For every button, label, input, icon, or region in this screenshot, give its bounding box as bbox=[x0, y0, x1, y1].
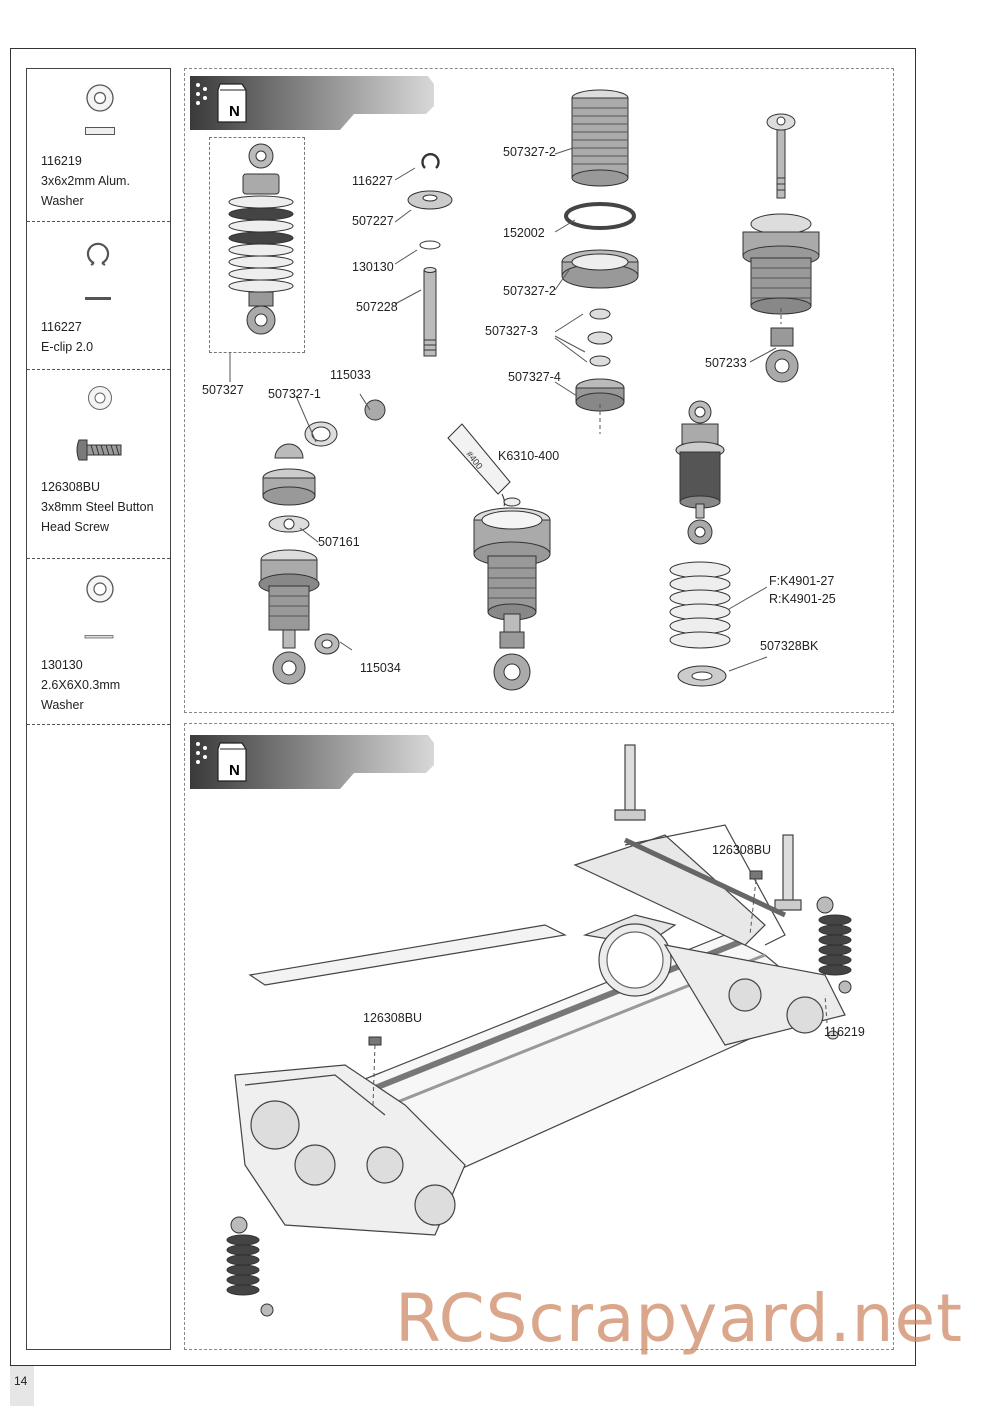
leader-lines-lower bbox=[295, 393, 371, 651]
callout-shock-assembly: 507327 bbox=[202, 383, 244, 397]
spring-assembly-illustration bbox=[669, 400, 731, 687]
part-description: E-clip 2.0 bbox=[41, 340, 94, 354]
leader-lines-spring bbox=[728, 586, 768, 672]
callout-body: 507327-2 bbox=[503, 145, 556, 159]
parts-divider bbox=[27, 724, 170, 725]
callout-spacers: 507327-3 bbox=[485, 324, 538, 338]
callout-pivot-ball: 115033 bbox=[330, 368, 371, 382]
part-entry-130130: 130130 2.6X6X0.3mm Washer bbox=[27, 558, 170, 724]
part-description: 3x6x2mm Alum. bbox=[41, 174, 130, 188]
parts-divider bbox=[27, 369, 170, 370]
button-head-screw-icon bbox=[76, 439, 122, 461]
chassis-illustration bbox=[226, 744, 852, 1317]
callout-spring-front: F:K4901-27 bbox=[769, 574, 835, 588]
part-entry-116227: 116227 E-clip 2.0 bbox=[27, 221, 170, 369]
bag-letter: N bbox=[229, 762, 240, 779]
callout-spring-cup: 507328BK bbox=[760, 639, 819, 653]
washer-icon bbox=[86, 84, 114, 112]
part-description: Head Screw bbox=[41, 520, 110, 534]
watermark: RCScrapyard.net bbox=[395, 1280, 963, 1357]
assembled-shock-illustration bbox=[228, 143, 294, 335]
parts-divider bbox=[27, 558, 170, 559]
callout-shim: 130130 bbox=[352, 260, 394, 274]
callout-screw-front: 126308BU bbox=[363, 1011, 423, 1025]
shim-washer-icon bbox=[86, 575, 114, 603]
callout-cap: 507227 bbox=[352, 214, 394, 228]
part-description: Washer bbox=[41, 698, 84, 712]
step-header: N bbox=[190, 76, 434, 130]
parts-divider bbox=[27, 221, 170, 222]
e-clip-icon bbox=[86, 242, 110, 266]
page-frame bbox=[10, 48, 916, 1366]
callout-oil: K6310-400 bbox=[498, 449, 560, 463]
leader-lines-shaft bbox=[394, 167, 422, 305]
part-description: Washer bbox=[41, 194, 84, 208]
part-code: 126308BU bbox=[41, 480, 101, 494]
callout-bushing-top: 507327-1 bbox=[268, 387, 321, 401]
assembled-shock-box bbox=[209, 137, 305, 353]
leader-line bbox=[749, 347, 777, 363]
callout-spring-rear: R:K4901-25 bbox=[769, 592, 836, 606]
callout-eclip: 116227 bbox=[352, 174, 393, 188]
part-code: 116219 bbox=[41, 154, 82, 168]
callout-pivot-ball-2: 115034 bbox=[360, 661, 401, 675]
part-entry-126308BU: 126308BU 3x8mm Steel Button Head Screw bbox=[27, 369, 170, 558]
shock-body-parts-illustration bbox=[561, 89, 639, 434]
part-description: 2.6X6X0.3mm bbox=[41, 678, 121, 692]
shock-body-build-illustration bbox=[258, 399, 386, 685]
callout-rod-end-top: 507233 bbox=[705, 356, 747, 370]
step-panel-shock-mount bbox=[184, 723, 894, 1350]
callout-washer: 116219 bbox=[824, 1025, 865, 1039]
page-number-tab bbox=[10, 1366, 34, 1406]
e-clip-side-icon bbox=[85, 297, 111, 300]
callout-screw-top: 126308BU bbox=[712, 843, 772, 857]
parts-list: 116219 3x6x2mm Alum. Washer 116227 E-cli… bbox=[26, 68, 171, 1350]
shaft-parts-illustration bbox=[407, 153, 453, 357]
leader-line bbox=[229, 352, 231, 382]
part-code: 116227 bbox=[41, 320, 82, 334]
part-entry-116219: 116219 3x6x2mm Alum. Washer bbox=[27, 69, 170, 221]
part-description: 3x8mm Steel Button bbox=[41, 500, 154, 514]
washer-side-icon bbox=[85, 127, 115, 135]
bag-letter: N bbox=[229, 103, 240, 120]
oil-fill-illustration: #400 bbox=[447, 423, 551, 691]
step-panel-shock-build bbox=[184, 68, 894, 713]
screw-head-icon bbox=[88, 386, 112, 410]
callout-bladder: 507161 bbox=[318, 535, 360, 549]
page-number: 14 bbox=[14, 1374, 28, 1388]
callout-oring: 152002 bbox=[503, 226, 545, 240]
leader-lines-body bbox=[554, 147, 588, 397]
callout-bottom-nut: 507327-4 bbox=[508, 370, 561, 384]
callout-collar: 507327-2 bbox=[503, 284, 556, 298]
step-header: N bbox=[190, 735, 434, 789]
shock-top-assembly-illustration bbox=[742, 113, 820, 383]
part-code: 130130 bbox=[41, 658, 83, 672]
shim-side-icon bbox=[84, 635, 114, 639]
callout-shaft: 507228 bbox=[356, 300, 398, 314]
